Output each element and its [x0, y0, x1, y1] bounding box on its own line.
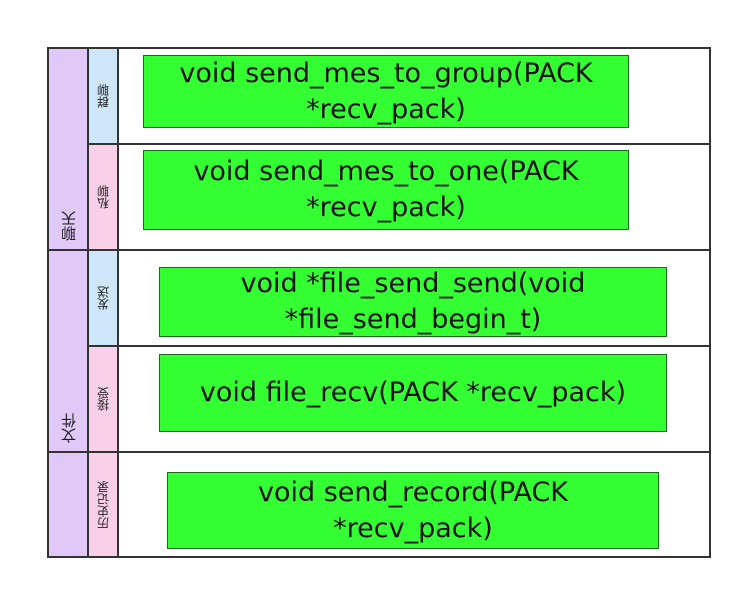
- function-file-recv: void file_recv(PACK *recv_pack): [159, 354, 667, 432]
- sub-file-receive: 接受: [87, 345, 119, 453]
- sub-file-receive-label: 接受: [96, 387, 111, 411]
- sub-group-chat: 群聊: [87, 47, 119, 145]
- sub-history: 历史记录: [87, 451, 119, 558]
- group-chat: 聊天: [47, 47, 89, 251]
- sub-file-send-label: 发送: [96, 286, 111, 310]
- sub-group-chat-label: 群聊: [96, 84, 111, 108]
- function-send-mes-to-group: void send_mes_to_group(PACK *recv_pack): [143, 55, 629, 128]
- function-send-mes-to-one: void send_mes_to_one(PACK *recv_pack): [143, 150, 629, 230]
- group-history: [47, 451, 89, 558]
- group-file: 文件: [47, 249, 89, 453]
- group-file-label: 文件: [60, 413, 78, 443]
- sub-file-send: 发送: [87, 249, 119, 347]
- group-chat-label: 聊天: [60, 211, 78, 241]
- function-file-send-send: void *file_send_send(void *file_send_beg…: [159, 267, 667, 337]
- sub-private-chat-label: 私聊: [96, 185, 111, 209]
- sub-private-chat: 私聊: [87, 143, 119, 251]
- function-send-record: void send_record(PACK *recv_pack): [167, 472, 659, 549]
- sub-history-label: 历史记录: [96, 480, 111, 529]
